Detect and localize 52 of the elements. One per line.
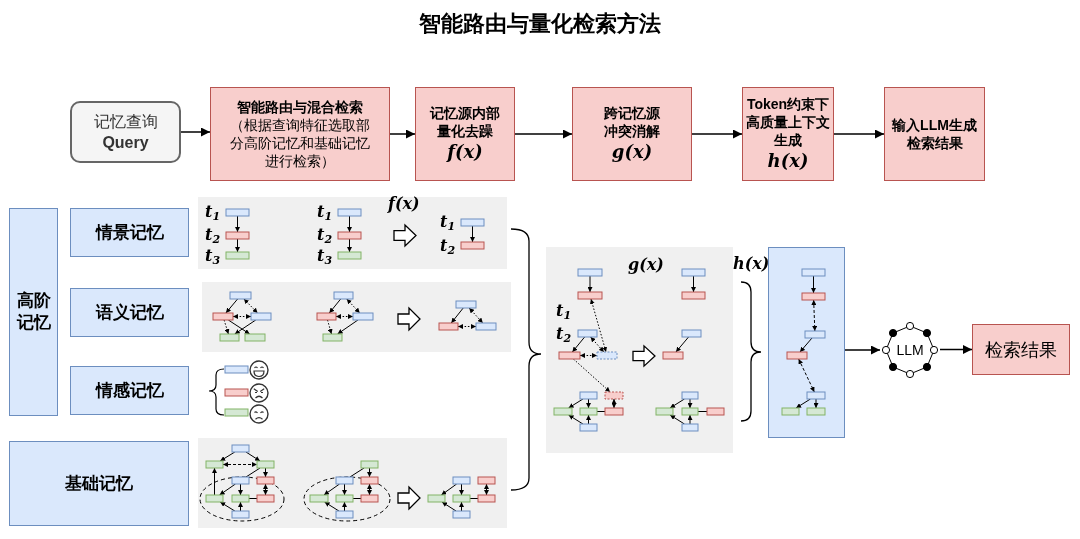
arrow <box>833 129 885 139</box>
time-step-label: t$_{1}$ <box>205 203 221 221</box>
step-title: 智能路由与混合检索 <box>237 98 363 116</box>
step-title: 输入LLM生成检索结果 <box>891 116 978 152</box>
process-box <box>884 87 985 181</box>
llm-label: LLM <box>896 342 924 358</box>
function-label: h(x) <box>733 255 770 273</box>
time-step-label: t$_{1}$ <box>556 302 572 320</box>
query-box <box>70 101 181 163</box>
step-title: 记忆源内部量化去躁 <box>428 104 501 140</box>
step-description: （根据查询特征选取部分高阶记忆和基础记忆进行检索） <box>229 116 371 170</box>
time-step-label: t$_{1}$ <box>440 213 456 231</box>
time-step-label: t$_{2}$ <box>440 237 456 255</box>
memory-type-box <box>70 288 189 337</box>
result-label: 检索结果 <box>985 338 1057 362</box>
formula-label: f(x) <box>447 140 483 164</box>
memory-type-box <box>9 208 58 416</box>
arrow <box>844 345 881 355</box>
memory-type-label: 语义记忆 <box>95 301 164 324</box>
memory-type-label: 基础记忆 <box>65 472 133 495</box>
memory-type-box <box>70 366 189 415</box>
formula-label: h(x) <box>767 149 809 173</box>
memory-type-label: 高阶记忆 <box>15 290 52 334</box>
time-step-label: t$_{2}$ <box>317 226 333 244</box>
step-title: 跨记忆源冲突消解 <box>603 104 661 140</box>
memory-type-box <box>9 441 189 526</box>
memory-type-box <box>70 208 189 257</box>
time-step-label: t$_{3}$ <box>317 247 333 265</box>
result-box <box>972 324 1070 375</box>
query-label: 记忆查询 <box>93 112 158 132</box>
diagram-title: 智能路由与量化检索方法 <box>419 11 661 36</box>
context-panel <box>768 247 845 438</box>
time-step-label: t$_{2}$ <box>205 226 221 244</box>
memory-type-label: 情景记忆 <box>95 221 164 244</box>
process-box <box>210 87 390 181</box>
step-title: Token约束下高质量上下文生成 <box>745 95 831 149</box>
time-step-label: t$_{2}$ <box>556 325 572 343</box>
process-box <box>742 87 834 181</box>
memory-type-label: 情感记忆 <box>95 379 164 402</box>
time-step-label: t$_{1}$ <box>317 203 333 221</box>
function-label: f(x) <box>388 195 420 213</box>
arrow <box>691 129 743 139</box>
query-label: Query <box>102 133 149 153</box>
process-box <box>415 87 515 181</box>
arrow <box>389 129 416 139</box>
function-label: g(x) <box>628 256 664 274</box>
formula-label: g(x) <box>611 140 653 164</box>
process-box <box>572 87 692 181</box>
arrow <box>180 127 211 137</box>
arrow <box>514 129 573 139</box>
time-step-label: t$_{3}$ <box>205 247 221 265</box>
arrow <box>939 345 973 354</box>
